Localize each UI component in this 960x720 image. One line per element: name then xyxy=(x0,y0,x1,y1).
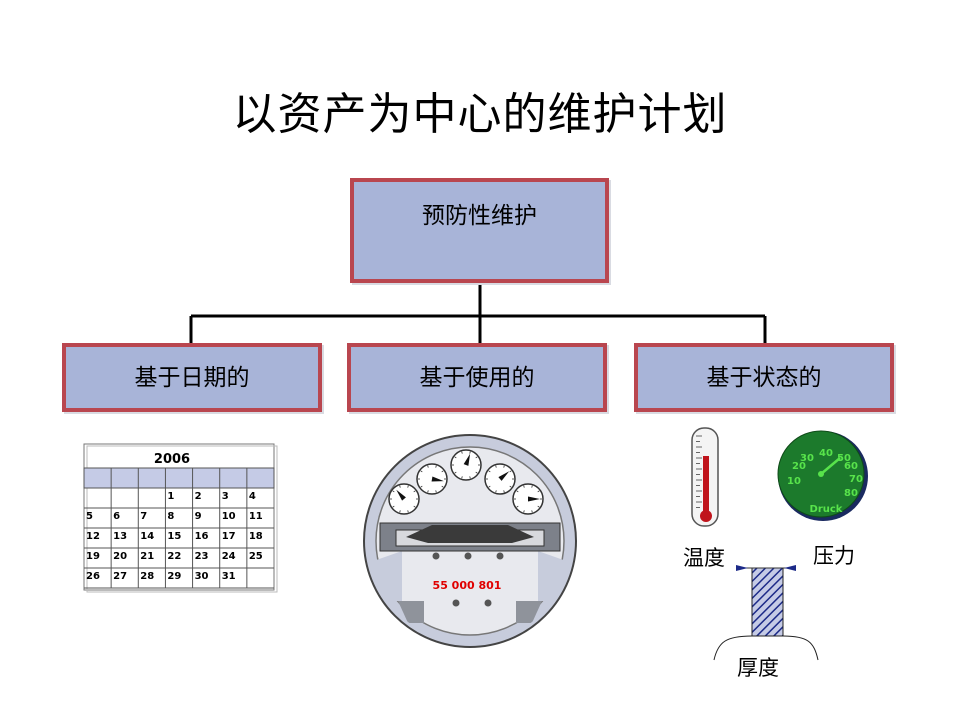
utility-meter-icon: 55 000 801 xyxy=(363,434,577,648)
gauge-tick-label: 30 xyxy=(800,453,814,464)
gauge-tick-label: 60 xyxy=(844,461,858,472)
calendar-day: 4 xyxy=(249,491,256,502)
node-preventive-maintenance: 预防性维护 xyxy=(350,178,609,283)
calendar-day: 24 xyxy=(222,551,236,562)
thermometer-icon xyxy=(691,427,719,527)
calendar-day: 2 xyxy=(195,491,202,502)
calendar-day: 29 xyxy=(167,571,181,582)
calendar-day: 16 xyxy=(195,531,209,542)
calendar-day: 28 xyxy=(140,571,154,582)
node-label: 基于日期的 xyxy=(134,365,250,391)
calendar-day: 26 xyxy=(86,571,100,582)
calendar-day: 15 xyxy=(167,531,181,542)
calendar-day: 17 xyxy=(222,531,236,542)
calendar-day: 27 xyxy=(113,571,127,582)
label-pressure: 压力 xyxy=(813,544,855,568)
calendar-day: 10 xyxy=(222,511,236,522)
gauge-tick-label: 10 xyxy=(787,476,801,487)
calendar-day: 22 xyxy=(167,551,181,562)
page-title: 以资产为中心的维护计划 xyxy=(232,89,728,140)
calendar-day: 9 xyxy=(195,511,202,522)
node-label: 基于状态的 xyxy=(706,365,822,391)
calendar-day: 30 xyxy=(195,571,209,582)
gauge-tick-label: 50 xyxy=(837,453,851,464)
calendar-day: 1 xyxy=(167,491,174,502)
calendar-day: 12 xyxy=(86,531,100,542)
calendar-day: 20 xyxy=(113,551,127,562)
calendar-day: 18 xyxy=(249,531,263,542)
node-date-based: 基于日期的 xyxy=(62,343,322,412)
calendar-day: 23 xyxy=(195,551,209,562)
gauge-tick-label: 70 xyxy=(849,474,863,485)
node-usage-based: 基于使用的 xyxy=(347,343,607,412)
node-label: 基于使用的 xyxy=(419,365,535,391)
calendar-day: 5 xyxy=(86,511,93,522)
meter-dial xyxy=(450,449,482,481)
gauge-tick-label: 40 xyxy=(819,448,833,459)
calendar-day: 8 xyxy=(167,511,174,522)
gauge-tick-label: 80 xyxy=(844,488,858,499)
gauge-tick-label: 20 xyxy=(792,461,806,472)
calendar-day: 11 xyxy=(249,511,263,522)
calendar-day: 7 xyxy=(140,511,147,522)
calendar-day: 3 xyxy=(222,491,229,502)
calendar-day: 6 xyxy=(113,511,120,522)
label-thickness: 厚度 xyxy=(737,656,779,680)
calendar-day: 13 xyxy=(113,531,127,542)
meter-dial xyxy=(388,483,420,515)
node-condition-based: 基于状态的 xyxy=(634,343,894,412)
node-label: 预防性维护 xyxy=(422,203,537,229)
meter-dial xyxy=(512,483,544,515)
calendar-day: 14 xyxy=(140,531,154,542)
meter-reading: 55 000 801 xyxy=(433,579,502,592)
calendar-day: 19 xyxy=(86,551,100,562)
calendar-year: 2006 xyxy=(154,452,190,467)
calendar-day: 21 xyxy=(140,551,154,562)
calendar-day: 31 xyxy=(222,571,236,582)
calendar-day: 25 xyxy=(249,551,263,562)
meter-dial xyxy=(484,463,516,495)
meter-dial xyxy=(416,463,448,495)
thickness-specimen-icon xyxy=(713,565,819,661)
gauge-brand: Druck xyxy=(810,504,843,515)
label-temperature: 温度 xyxy=(683,546,725,570)
